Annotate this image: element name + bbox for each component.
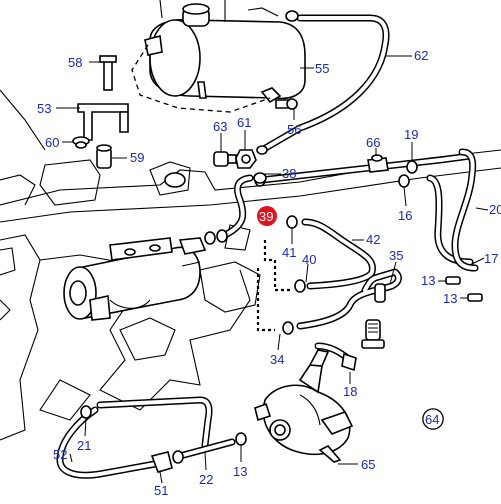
callout-39: 39	[259, 209, 273, 224]
callout-65: 65	[361, 457, 375, 472]
callout-55: 55	[315, 61, 329, 76]
callout-61: 61	[237, 115, 251, 130]
callout-38: 38	[282, 166, 296, 181]
callout-41: 41	[282, 245, 296, 260]
callout-42: 42	[366, 232, 380, 247]
screw-56	[275, 98, 298, 110]
callout-53: 53	[37, 101, 51, 116]
callout-64: 64	[425, 412, 439, 427]
callout-35: 35	[389, 248, 403, 263]
dashed-line-lower	[256, 268, 275, 332]
heat-exchanger	[63, 229, 228, 321]
hose-39	[221, 172, 267, 239]
callout-59: 59	[130, 150, 144, 165]
callout-66: 66	[366, 135, 380, 150]
leader-lines	[56, 55, 489, 484]
callout-60: 60	[45, 135, 59, 150]
callout-58: 58	[68, 55, 82, 70]
callout-22: 22	[199, 472, 213, 487]
bracket-assembly	[72, 55, 129, 169]
callout-labels: 58 53 60 59 63 61 56 55 62 66 19 38 39 1…	[37, 48, 501, 498]
callout-21: 21	[77, 438, 91, 453]
callout-56: 56	[287, 122, 301, 137]
callout-19: 19	[404, 127, 418, 142]
callout-39-highlight	[257, 206, 277, 226]
hose-62	[258, 10, 390, 154]
hose-20	[426, 148, 479, 272]
drain-valve	[361, 319, 385, 349]
callout-63: 63	[213, 119, 227, 134]
callout-17: 17	[484, 251, 498, 266]
callout-34: 34	[270, 352, 284, 367]
expansion-tank	[144, 0, 306, 104]
hose-18	[314, 342, 357, 372]
callout-40: 40	[302, 252, 316, 267]
hose-35	[282, 268, 402, 335]
callout-52: 52	[53, 447, 67, 462]
callout-13-right-lower: 13	[443, 291, 457, 306]
tank-bracket-dashed-outline	[131, 44, 271, 113]
callout-18: 18	[343, 384, 357, 399]
callout-51: 51	[154, 483, 168, 498]
callout-13-right-upper: 13	[421, 273, 435, 288]
fittings-63-61	[213, 145, 268, 169]
hose-52	[56, 396, 213, 479]
hose-42	[286, 215, 376, 293]
hose-22	[172, 432, 247, 464]
callout-16: 16	[398, 208, 412, 223]
callout-20: 20	[489, 202, 501, 217]
callout-13-bottom: 13	[233, 464, 247, 479]
dashed-line-left	[263, 240, 292, 292]
water-pump	[254, 349, 354, 463]
nipples-13-right	[445, 276, 483, 302]
callout-62: 62	[414, 48, 428, 63]
callout-64-ring	[422, 408, 444, 430]
